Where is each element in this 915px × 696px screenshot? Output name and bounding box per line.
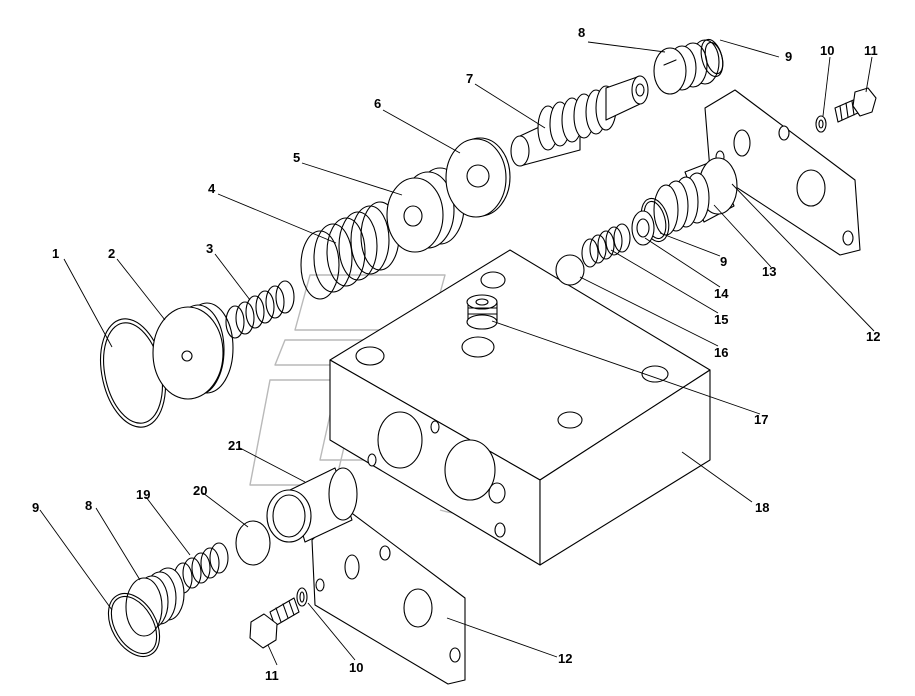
valve-body bbox=[329, 249, 711, 566]
washer-6 bbox=[445, 137, 511, 218]
callout-21: 21 bbox=[228, 438, 242, 453]
snap-ring-9-lower bbox=[107, 593, 161, 657]
spring-15 bbox=[581, 223, 631, 268]
flange-plate-lower bbox=[311, 507, 466, 685]
callout-12-lower: 12 bbox=[558, 651, 572, 666]
callout-4: 4 bbox=[208, 181, 216, 196]
spring-4 bbox=[300, 201, 400, 300]
callout-9-right: 9 bbox=[720, 254, 727, 269]
flange-plate-upper bbox=[704, 89, 861, 256]
callout-15: 15 bbox=[714, 312, 728, 327]
callout-3: 3 bbox=[206, 241, 213, 256]
plug-8-upper bbox=[653, 39, 720, 95]
callout-11-upper: 11 bbox=[864, 43, 878, 58]
callout-18: 18 bbox=[755, 500, 769, 515]
callout-17: 17 bbox=[754, 412, 768, 427]
callout-1: 1 bbox=[52, 246, 59, 261]
callout-5: 5 bbox=[293, 150, 300, 165]
callout-8-upper: 8 bbox=[578, 25, 585, 40]
plug-17 bbox=[466, 294, 498, 330]
callout-14: 14 bbox=[714, 286, 729, 301]
callout-19: 19 bbox=[136, 487, 150, 502]
spool-7 bbox=[510, 75, 649, 167]
callout-9-lower: 9 bbox=[32, 500, 39, 515]
washer-10-lower bbox=[296, 587, 308, 607]
callout-8-lower: 8 bbox=[85, 498, 92, 513]
sleeve-13 bbox=[653, 157, 738, 236]
callout-13: 13 bbox=[762, 264, 776, 279]
callout-9-upper: 9 bbox=[785, 49, 792, 64]
snap-ring-9-upper bbox=[700, 38, 724, 78]
callout-2: 2 bbox=[108, 246, 115, 261]
ball-16 bbox=[555, 254, 585, 286]
bolt-11-lower bbox=[249, 597, 300, 649]
callout-labels: 1 2 3 4 5 6 7 8 9 10 11 9 13 12 14 15 16… bbox=[32, 25, 880, 683]
callout-7: 7 bbox=[466, 71, 473, 86]
callout-10-lower: 10 bbox=[349, 660, 363, 675]
disc-20 bbox=[235, 520, 271, 566]
bolt-11-upper bbox=[834, 87, 877, 123]
leader-lines bbox=[39, 39, 875, 666]
spring-3 bbox=[225, 280, 295, 339]
seal-14 bbox=[631, 210, 655, 246]
callout-10-upper: 10 bbox=[820, 43, 834, 58]
washer-10-upper bbox=[815, 115, 827, 133]
callout-12-upper: 12 bbox=[866, 329, 880, 344]
callout-16: 16 bbox=[714, 345, 728, 360]
callout-11-lower: 11 bbox=[265, 668, 279, 683]
callout-20: 20 bbox=[193, 483, 207, 498]
spring-seat-5 bbox=[386, 167, 465, 253]
callout-6: 6 bbox=[374, 96, 381, 111]
end-cap-2 bbox=[152, 302, 234, 400]
sleeve-21 bbox=[266, 467, 358, 543]
